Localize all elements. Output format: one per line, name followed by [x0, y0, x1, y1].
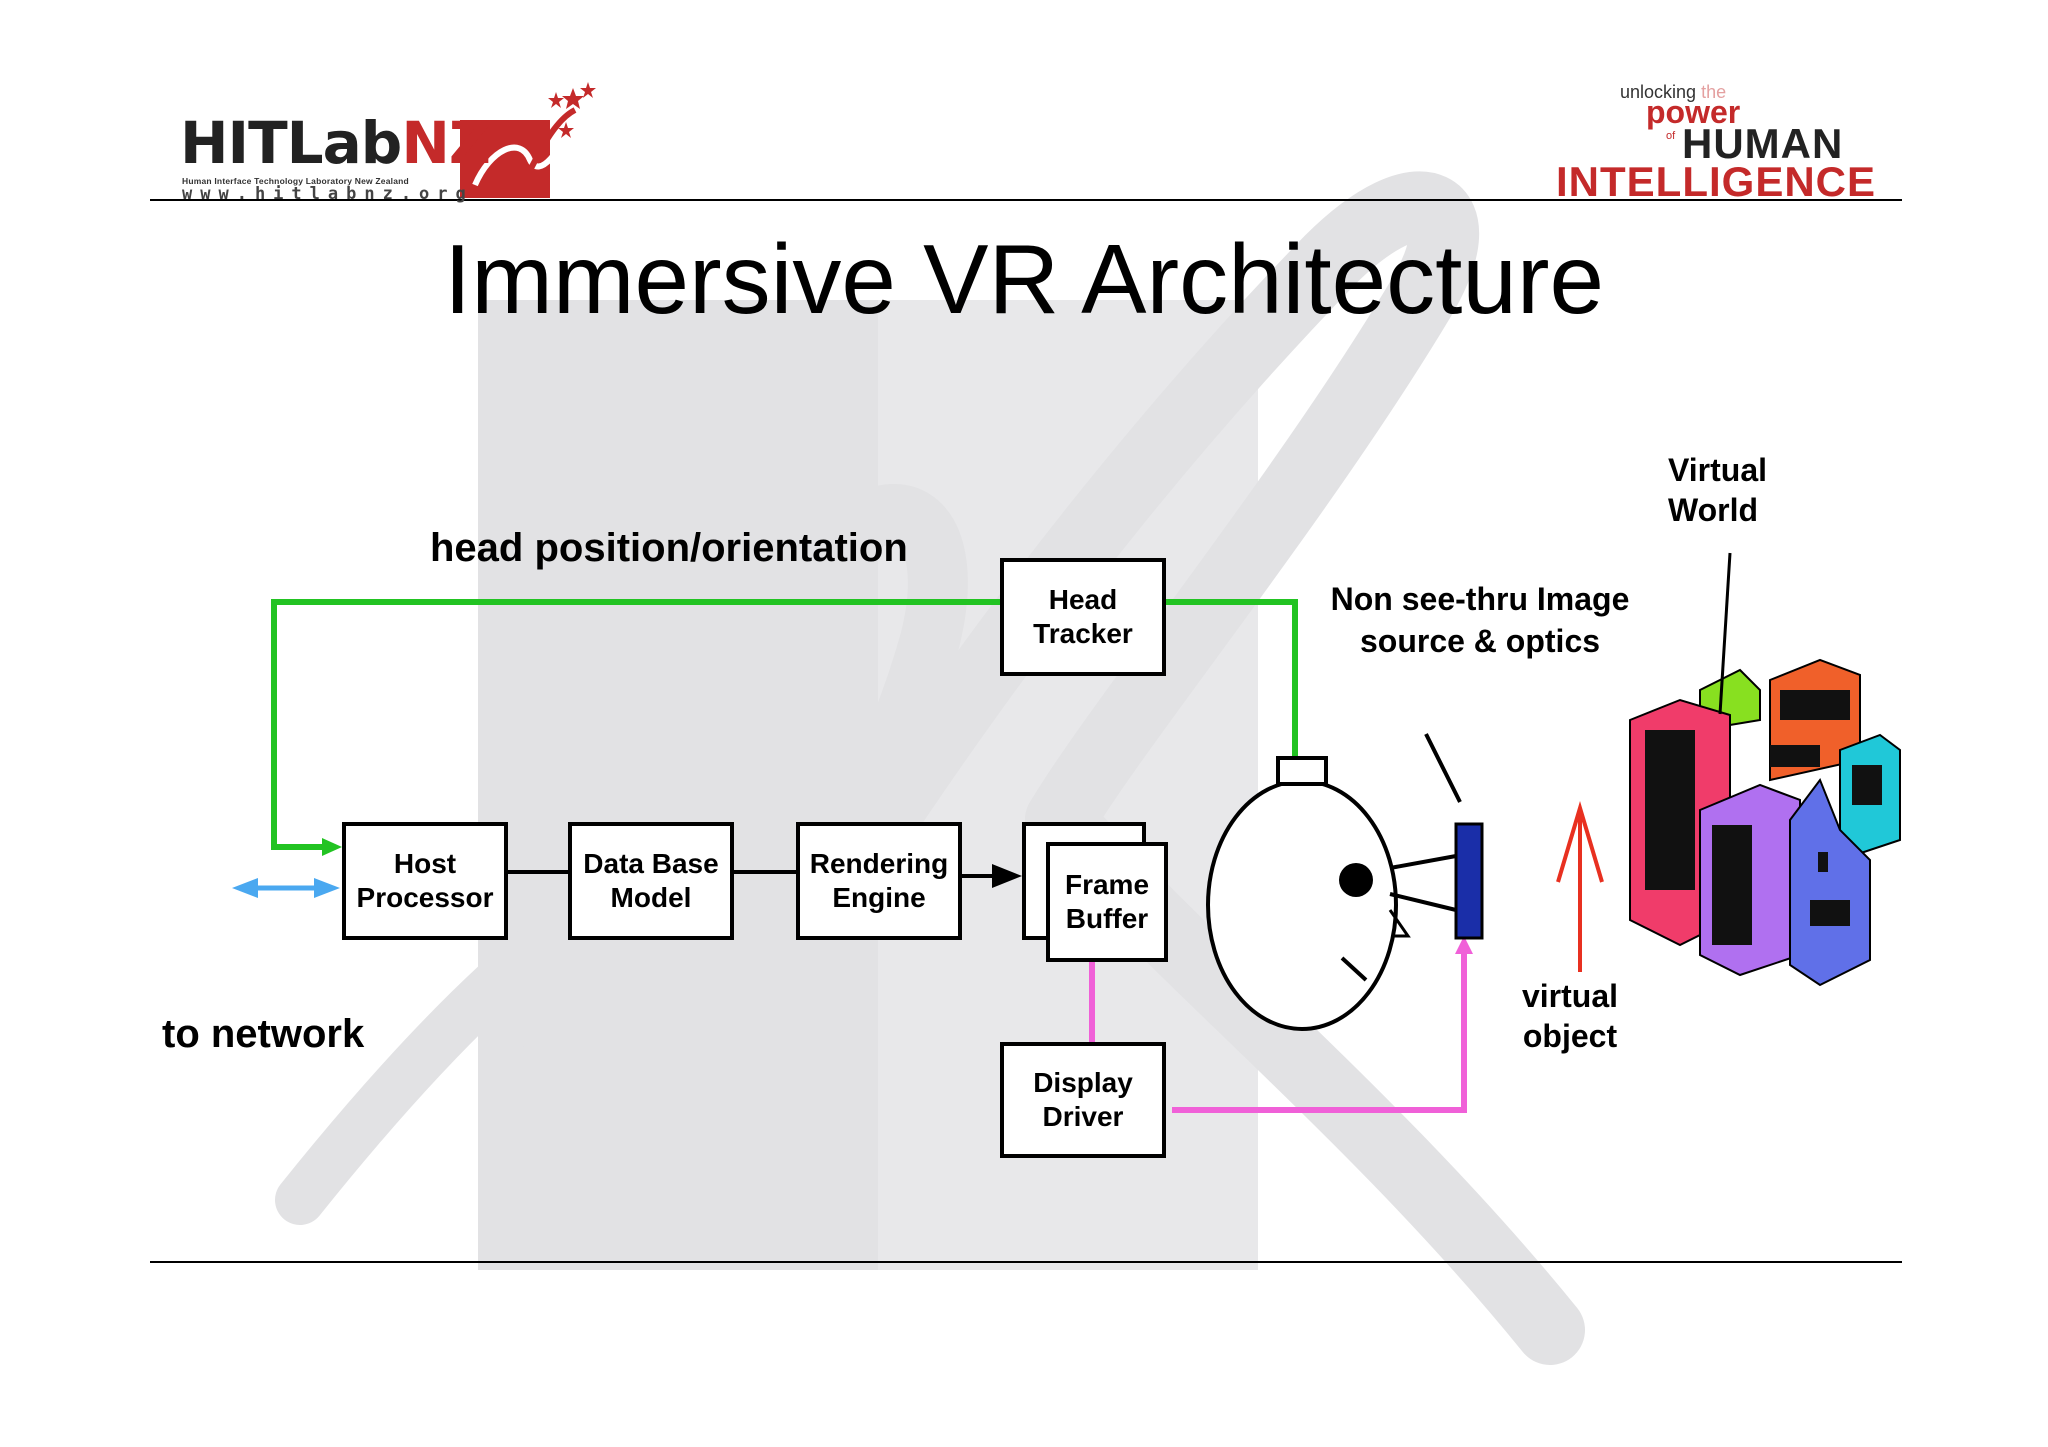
- hitlab-logo-mark: [460, 82, 596, 198]
- frame-buffer-box: Frame Buffer: [1046, 842, 1168, 962]
- logo-brand-suffix: NZ: [401, 109, 491, 177]
- tagline-unlocking-word: unlocking: [1620, 82, 1697, 102]
- tagline-the: the: [1701, 82, 1727, 102]
- label-to-network: to network: [162, 1012, 365, 1056]
- slide-title: Immersive VR Architecture: [444, 224, 1604, 334]
- logo-subtitle: Human Interface Technology Laboratory Ne…: [182, 176, 409, 186]
- label-head-position: head position/orientation: [430, 526, 908, 570]
- display-driver-label: Display Driver: [1033, 1067, 1133, 1132]
- logo-url: www.hitlabnz.org: [182, 184, 474, 204]
- rendering-engine-box: Rendering Engine: [796, 822, 962, 940]
- logo-brand-main: HITLab: [180, 109, 402, 177]
- tagline-logo: unlocking the power of HUMAN INTELLIGENC…: [1540, 78, 1910, 205]
- optics-pointer-line: [1424, 733, 1462, 803]
- display-driver-box: Display Driver: [1000, 1042, 1166, 1158]
- label-virtual-object: virtual object: [1521, 978, 1619, 1054]
- city-windows: [1645, 690, 1882, 945]
- network-arrow: [232, 878, 340, 898]
- head-tracker-label: Head Tracker: [1033, 584, 1133, 649]
- optics-display-block: [1454, 822, 1484, 940]
- database-model-label: Data Base Model: [583, 848, 719, 913]
- head-tracker-box: Head Tracker: [1000, 558, 1166, 676]
- virtual-world-city-icon: [1629, 658, 1901, 987]
- database-model-box: Data Base Model: [568, 822, 734, 940]
- tagline-human: HUMAN: [1682, 120, 1844, 167]
- rendering-engine-label: Rendering Engine: [809, 848, 949, 913]
- hitlab-logo: HITLabNZ Human Interface Technology Labo…: [180, 80, 600, 204]
- label-non-see-thru: Non see-thru Image source & optics: [1330, 581, 1630, 659]
- virtual-world-pointer-line: [1718, 552, 1732, 715]
- tagline-power: power: [1646, 94, 1741, 130]
- host-processor-label: Host Processor: [356, 848, 494, 913]
- tracking-path: [271, 599, 1298, 856]
- display-path: [1089, 936, 1473, 1113]
- pipeline-connectors: [508, 864, 1022, 888]
- tagline-unlocking: unlocking the: [1620, 82, 1726, 103]
- frame-buffer-label: Frame Buffer: [1064, 869, 1150, 934]
- tagline-intelligence: INTELLIGENCE: [1556, 158, 1877, 205]
- tagline-of: of: [1666, 130, 1676, 142]
- logo-brand: HITLabNZ: [180, 114, 491, 172]
- label-virtual-world: Virtual World: [1668, 452, 1767, 528]
- user-head-icon: [1206, 756, 1457, 1031]
- watermark-k-logo: [275, 171, 1585, 1365]
- host-processor-box: Host Processor: [342, 822, 508, 940]
- virtual-object-arrow: [1556, 800, 1604, 972]
